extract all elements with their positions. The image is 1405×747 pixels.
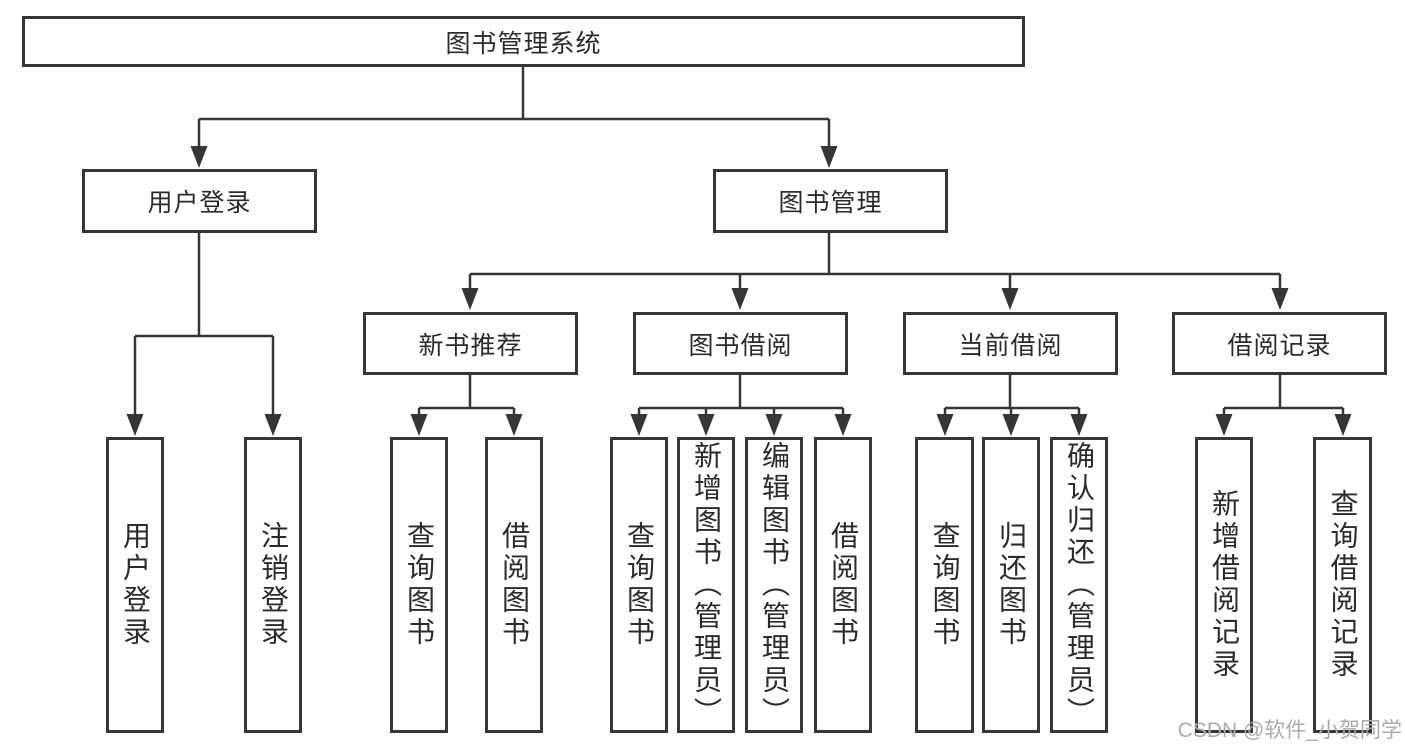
node-book-management: 图书管理 (713, 169, 948, 233)
node-library-management-system: 图书管理系统 (22, 16, 1025, 67)
leaf-borrow-books: 借阅图书 (814, 437, 872, 733)
csdn-watermark: CSDN @软件_小贺同学 (1177, 719, 1402, 742)
leaf-confirm-return-admin: 确认归还（管理员） (1050, 437, 1108, 733)
leaf-add-books-admin: 新增图书（管理员） (677, 437, 735, 733)
leaf-query-books-new: 查询图书 (390, 437, 448, 733)
leaf-return-books: 归还图书 (982, 437, 1040, 733)
node-current-borrowing: 当前借阅 (903, 312, 1118, 375)
leaf-add-borrow-record: 新增借阅记录 (1195, 437, 1253, 733)
arrowheads (126, 146, 1352, 436)
node-borrowing-records: 借阅记录 (1172, 312, 1387, 375)
node-user-login: 用户登录 (82, 169, 317, 233)
leaf-edit-books-admin: 编辑图书（管理员） (745, 437, 803, 733)
leaf-query-books-borrow: 查询图书 (610, 437, 668, 733)
leaf-query-books-current: 查询图书 (915, 437, 974, 733)
node-new-book-recommendation: 新书推荐 (363, 312, 578, 375)
leaf-user-login: 用户登录 (106, 437, 164, 733)
leaf-query-borrow-record: 查询借阅记录 (1313, 437, 1372, 733)
leaf-borrow-books-new: 借阅图书 (485, 437, 543, 733)
leaf-logout: 注销登录 (244, 437, 302, 733)
node-book-borrowing: 图书借阅 (633, 312, 848, 375)
